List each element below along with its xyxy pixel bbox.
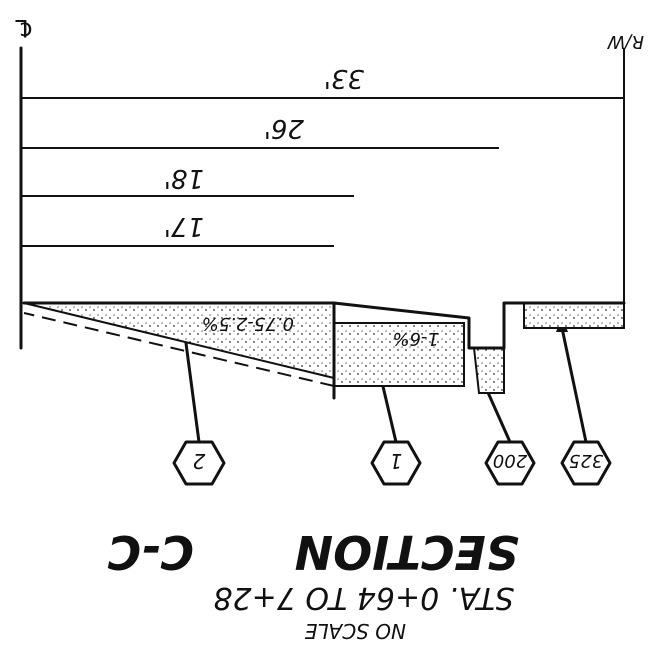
section-profile	[19, 46, 626, 400]
scale-note: NO SCALE	[304, 619, 406, 643]
section-id: C-C	[107, 525, 194, 579]
dimensions: 17' 18' 26' 33'	[21, 48, 625, 328]
callout-325-label: 325	[569, 450, 603, 471]
dim-33-label: 33'	[324, 63, 364, 93]
dim-17-label: 17'	[164, 211, 204, 241]
callout-200-label: 200	[493, 450, 527, 471]
dim-18-label: 18'	[164, 163, 204, 193]
row-label: R/W	[606, 31, 644, 52]
callout-200: 200	[480, 376, 536, 486]
callout-1-label: 1	[390, 449, 403, 473]
dim-26-label: 26'	[264, 113, 304, 143]
curb	[472, 347, 505, 394]
slope-right-label: 1-6%	[392, 328, 439, 349]
station-range: STA. 0+64 TO 7+28	[213, 580, 514, 615]
centerline-label: ℄	[12, 14, 34, 42]
slope-left-label: 0.75-2.5%	[202, 313, 294, 334]
finished-grade-dashed	[23, 312, 335, 387]
sidewalk-slab	[523, 302, 625, 329]
callout-2: 2	[172, 316, 226, 486]
callout-325: 325	[556, 316, 612, 486]
callout-2-label: 2	[193, 449, 206, 473]
section-title: SECTION	[295, 525, 519, 579]
